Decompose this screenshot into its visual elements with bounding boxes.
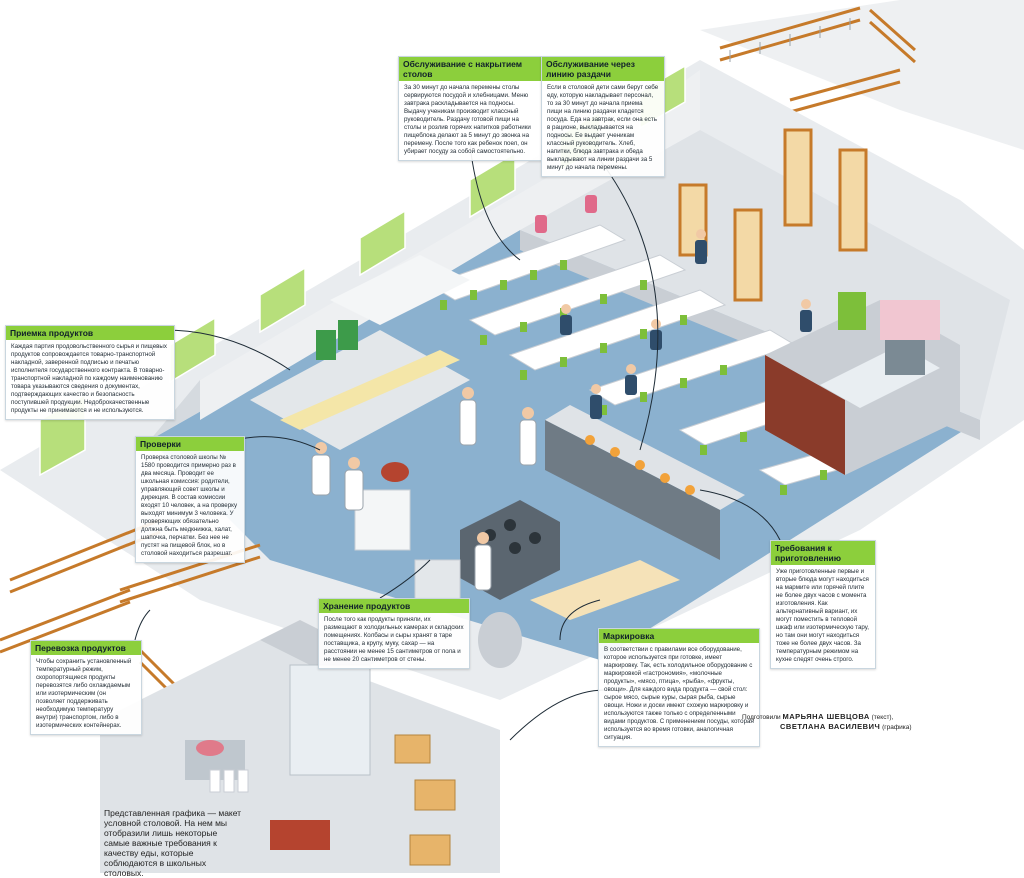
callout-storage: Хранение продуктов После того как продук…: [318, 598, 470, 669]
credits-author-graphics-role: (графика): [882, 724, 912, 731]
callout-serving-line: Обслуживание через линию раздачи Если в …: [541, 56, 665, 177]
callout-body: За 30 минут до начала перемены столы сер…: [404, 84, 531, 155]
credits-author-graphics: СВЕТЛАНА ВАСИЛЕВИЧ: [780, 722, 881, 731]
disclaimer-note: Представленная графика — макет условной …: [104, 808, 242, 878]
callout-title: Обслуживание с накрытием столов: [399, 57, 541, 81]
callout-body: Чтобы сохранить установленный температур…: [36, 658, 132, 729]
callout-cooking: Требования к приготовлению Уже приготовл…: [770, 540, 876, 669]
callout-title: Приемка продуктов: [6, 326, 174, 340]
callout-body: Проверка столовой школы № 1580 проводитс…: [141, 454, 238, 557]
callout-body: Уже приготовленные первые и вторые блюда…: [776, 568, 869, 663]
callout-title: Перевозка продуктов: [31, 641, 141, 655]
callout-title: Требования к приготовлению: [771, 541, 875, 565]
staircase-upper: [700, 0, 1024, 150]
callout-body: В соответствии с правилами все оборудова…: [604, 646, 754, 741]
callout-title: Проверки: [136, 437, 244, 451]
serving-line: [545, 405, 745, 560]
credits-prefix: Подготовили: [742, 714, 781, 721]
buffet-counter: [765, 292, 960, 475]
credits-author-text: МАРЬЯНА ШЕВЦОВА: [782, 712, 870, 721]
doors-right-wall: [678, 128, 868, 302]
credits: Подготовили МАРЬЯНА ШЕВЦОВА (текст), СВЕ…: [742, 712, 1012, 732]
callout-title: Обслуживание через линию раздачи: [542, 57, 664, 81]
callout-serving-tables: Обслуживание с накрытием столов За 30 ми…: [398, 56, 542, 161]
callout-body: После того как продукты приняли, их разм…: [324, 616, 464, 663]
callout-title: Маркировка: [599, 629, 759, 643]
dining-tables: [428, 224, 857, 495]
callout-transport: Перевозка продуктов Чтобы сохранить уста…: [30, 640, 142, 735]
credits-author-text-role: (текст),: [871, 714, 894, 721]
kitchen: [250, 255, 680, 668]
callout-body: Если в столовой дети сами берут себе еду…: [547, 84, 659, 171]
callout-labeling: Маркировка В соответствии с правилами вс…: [598, 628, 760, 747]
callout-title: Хранение продуктов: [319, 599, 469, 613]
callout-pointers: [134, 144, 781, 741]
callout-body: Каждая партия продовольственного сырья и…: [11, 343, 167, 414]
callout-checks: Проверки Проверка столовой школы № 1580 …: [135, 436, 245, 563]
callout-receiving: Приемка продуктов Каждая партия продовол…: [5, 325, 175, 420]
